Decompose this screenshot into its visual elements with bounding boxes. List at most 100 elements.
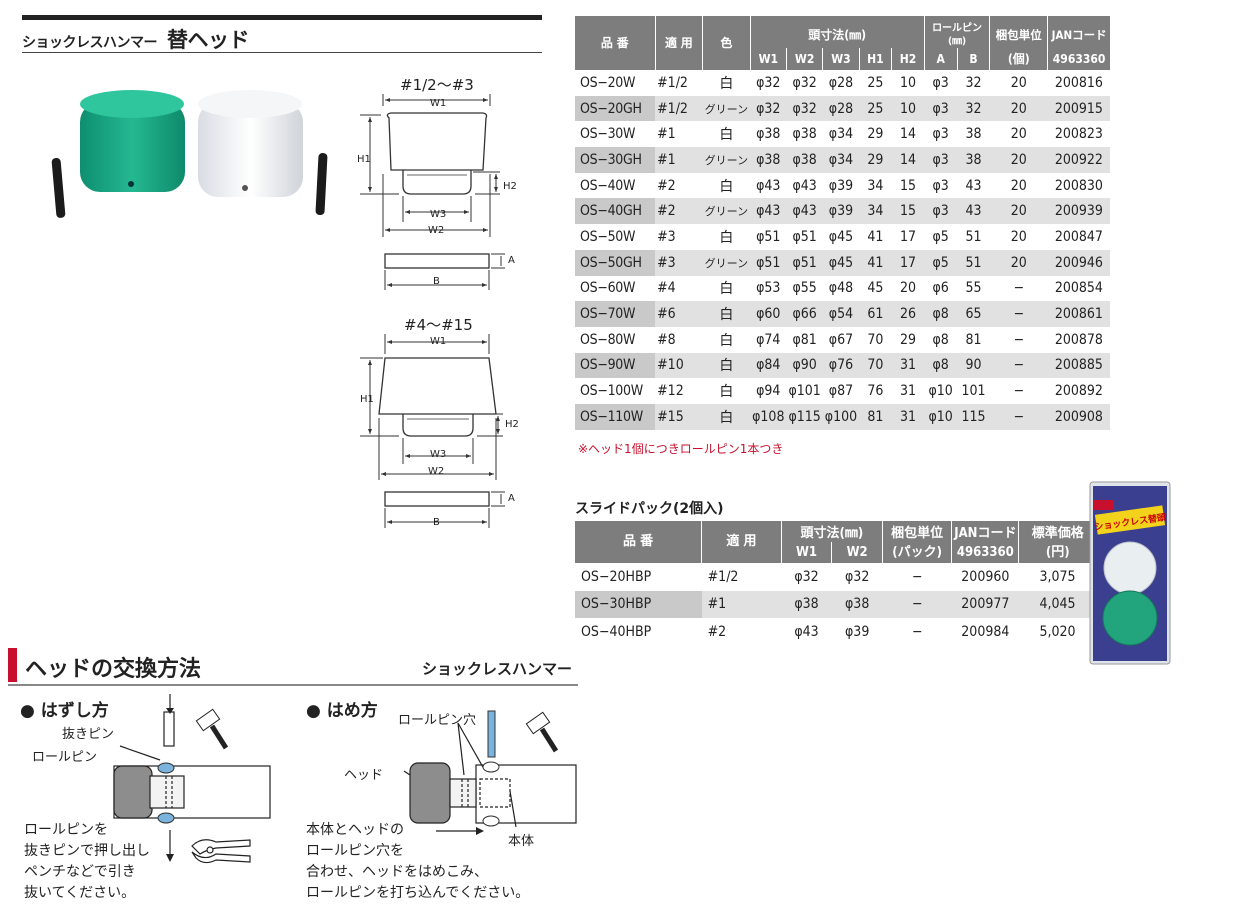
table-cell: φ60 bbox=[750, 301, 787, 327]
table-cell: 41 bbox=[859, 249, 892, 276]
table-cell: 101 bbox=[961, 383, 986, 400]
table-cell: 4,045 bbox=[1018, 590, 1096, 618]
table-cell: φ10 bbox=[924, 403, 958, 430]
slide-pack-table: 品 番 適 用 頭寸法(㎜) 梱包単位 JANコード 標準価格 W1 W2 (パ… bbox=[575, 521, 1096, 646]
col-w3: W3 bbox=[822, 48, 860, 70]
table-cell: 20 bbox=[989, 95, 1048, 122]
table-cell: φ38 bbox=[781, 590, 832, 618]
table-cell: 白 bbox=[719, 384, 734, 401]
table-cell: φ90 bbox=[786, 352, 823, 379]
label-body: 本体 bbox=[508, 834, 535, 849]
table-cell: 白 bbox=[702, 352, 751, 379]
section-accent-bar bbox=[8, 648, 17, 682]
table-cell: グリーン bbox=[702, 198, 751, 225]
table-cell: 10 bbox=[899, 74, 916, 91]
remove-text-line: 抜いてください。 bbox=[24, 885, 136, 901]
table-cell: φ3 bbox=[924, 147, 958, 173]
table-cell: 55 bbox=[965, 280, 982, 297]
col-price: 標準価格 bbox=[1018, 521, 1096, 542]
table-cell: − bbox=[989, 403, 1048, 430]
table-cell: 14 bbox=[891, 147, 925, 173]
table-cell: φ51 bbox=[792, 228, 817, 245]
table-cell: 200854 bbox=[1054, 280, 1103, 297]
table-cell: φ81 bbox=[792, 331, 817, 348]
table-cell: #1/2 bbox=[655, 95, 703, 122]
product-photo bbox=[51, 90, 328, 218]
table-cell: #15 bbox=[655, 403, 703, 430]
table-cell: 15 bbox=[891, 198, 925, 225]
table-cell: φ39 bbox=[845, 623, 870, 640]
col-pack: 梱包単位 bbox=[989, 16, 1048, 48]
table-cell: 29 bbox=[899, 331, 916, 348]
table-cell: 81 bbox=[965, 331, 982, 348]
table-cell: 白 bbox=[702, 403, 751, 430]
table-cell: OS−40GH bbox=[575, 198, 656, 225]
remove-instructions: ロールピンを 抜きピンで押し出し ペンチなどで引き 抜いてください。 bbox=[24, 820, 150, 904]
table-cell: OS−30HBP bbox=[575, 590, 702, 618]
remove-text-line: 抜きピンで押し出し bbox=[24, 843, 150, 859]
table-cell: 20 bbox=[989, 198, 1048, 225]
table-cell: OS−40W bbox=[575, 172, 656, 199]
remove-diagram bbox=[113, 694, 271, 864]
table-cell: φ43 bbox=[756, 177, 781, 194]
table-cell: − bbox=[882, 590, 952, 618]
table-cell: 17 bbox=[899, 228, 916, 245]
table-cell: φ43 bbox=[794, 623, 819, 640]
table-cell: 200939 bbox=[1047, 198, 1110, 225]
table-cell: φ3 bbox=[924, 198, 958, 225]
table-cell: φ10 bbox=[928, 383, 953, 400]
title-small: ショックレスハンマー bbox=[22, 35, 158, 51]
table-cell: OS−40HBP bbox=[581, 623, 652, 640]
table-cell: 200892 bbox=[1054, 383, 1103, 400]
pliers-icon bbox=[191, 839, 251, 864]
table-cell: 34 bbox=[867, 177, 884, 194]
table-cell: #3 bbox=[657, 228, 676, 245]
table-cell: φ67 bbox=[828, 331, 854, 348]
col-pack-unit: (個) bbox=[989, 48, 1048, 70]
table-cell: 200823 bbox=[1054, 126, 1103, 143]
dimension-diagram-large bbox=[360, 334, 505, 528]
table-cell: OS−90W bbox=[575, 352, 656, 379]
table-cell: #1 bbox=[655, 147, 703, 173]
table-cell: φ32 bbox=[756, 74, 781, 91]
table-cell: φ55 bbox=[792, 280, 817, 297]
col-code: 品 番 bbox=[575, 521, 702, 563]
table-cell: OS−50GH bbox=[575, 249, 656, 276]
table-cell: OS−30GH bbox=[575, 147, 656, 173]
table-cell: OS−60W bbox=[575, 275, 656, 302]
remove-title: ● はずし方 bbox=[20, 701, 109, 721]
label-pin-hole: ロールピン穴 bbox=[398, 713, 477, 728]
remove-text-line: ロールピンを bbox=[24, 822, 108, 838]
table-cell: φ39 bbox=[822, 198, 860, 225]
roll-pin-image bbox=[315, 153, 328, 216]
header-rule-bottom bbox=[22, 52, 542, 53]
table-cell: φ38 bbox=[756, 126, 781, 143]
hammer-icon bbox=[195, 708, 229, 750]
table-cell: 10 bbox=[891, 95, 925, 122]
table-cell: 200915 bbox=[1047, 95, 1110, 122]
table-cell: φ115 bbox=[786, 403, 823, 430]
table-cell: 200830 bbox=[1054, 177, 1103, 194]
table-cell: 3,075 bbox=[1039, 568, 1076, 585]
table-cell: − bbox=[911, 623, 923, 640]
table-cell: φ3 bbox=[932, 74, 949, 91]
dim-w2: W2 bbox=[428, 225, 445, 236]
header-rule-top bbox=[22, 15, 542, 20]
table-cell: φ32 bbox=[794, 568, 819, 585]
table-cell: 白 bbox=[719, 75, 734, 92]
table-cell: 51 bbox=[957, 249, 990, 276]
table-cell: 白 bbox=[719, 127, 734, 144]
table-cell: φ38 bbox=[750, 147, 787, 173]
label-roll-pin: ロールピン bbox=[32, 750, 98, 765]
dim-h2: H2 bbox=[505, 419, 519, 430]
insert-text-line: ロールピンを打ち込んでください。 bbox=[306, 885, 530, 901]
table-cell: 14 bbox=[899, 126, 916, 143]
table-cell: #1/2 bbox=[657, 74, 688, 91]
table-cell: 200878 bbox=[1054, 331, 1103, 348]
